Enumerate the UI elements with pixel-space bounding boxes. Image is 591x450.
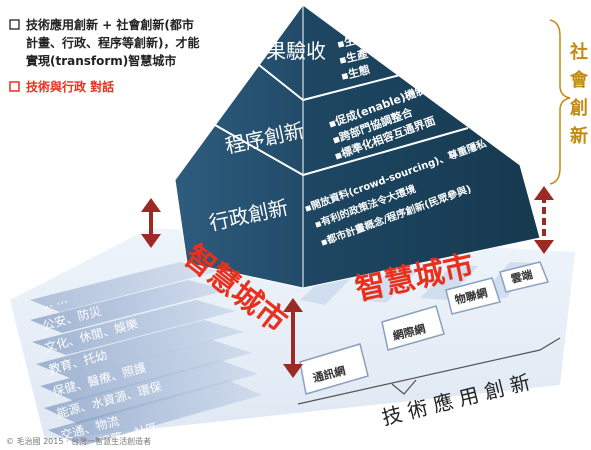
domain-rows bbox=[30, 262, 262, 446]
row-bar bbox=[32, 300, 236, 355]
bullet-line: 計畫、行政、程序等創新)，才能 bbox=[26, 35, 200, 50]
tech-box-label: 雲端 bbox=[509, 267, 534, 286]
outcome-item: ▪生產 bbox=[337, 46, 369, 67]
tech-box-telecom bbox=[299, 343, 369, 395]
row-bar bbox=[30, 262, 222, 312]
tech-boxes bbox=[299, 261, 550, 395]
tech-bracket-tip bbox=[391, 379, 417, 395]
row-bar bbox=[44, 360, 258, 424]
bullet-line: 實現(transform)智慧城市 bbox=[26, 53, 176, 68]
row-bar bbox=[40, 340, 252, 401]
tech-bracket bbox=[297, 337, 561, 405]
intro-bullets: 技術應用創新 + 社會創新(都市 計畫、行政、程序等創新)，才能 實現(tran… bbox=[9, 17, 200, 94]
side-char: 創 bbox=[569, 97, 588, 119]
social-bracket bbox=[549, 19, 571, 185]
row-bar bbox=[30, 280, 228, 333]
social-innovation-label: 社 會 創 新 bbox=[569, 41, 589, 147]
tech-box-internet bbox=[381, 305, 445, 351]
bullet-square-icon bbox=[9, 19, 20, 30]
tech-box-cloud bbox=[499, 261, 550, 293]
gap-arrow-right bbox=[534, 186, 554, 254]
pyramid-top-label: 成果驗收 bbox=[246, 39, 326, 63]
tech-box-iot bbox=[445, 277, 501, 315]
outcome-item: ▪生態 bbox=[339, 62, 371, 83]
bullet-line-red: 技術與行政 對話 bbox=[26, 79, 114, 94]
gap-arrow-center bbox=[283, 298, 303, 378]
side-char: 新 bbox=[570, 125, 588, 147]
pyramid-left-face bbox=[174, 3, 304, 289]
gap-arrow-left bbox=[141, 198, 161, 248]
outcome-item: ▪生活 bbox=[335, 30, 367, 51]
bullet-line: 技術應用創新 + 社會創新(都市 bbox=[26, 17, 194, 32]
row-bar bbox=[36, 320, 244, 378]
copyright-text: © 毛治國 2015 · 台灣一智慧生活創造者 bbox=[6, 436, 151, 446]
side-char: 會 bbox=[570, 69, 589, 91]
row-label: ... ... bbox=[39, 291, 68, 311]
side-char: 社 bbox=[570, 41, 588, 63]
bullet-square-red-icon bbox=[9, 81, 20, 92]
row-bar bbox=[48, 380, 262, 446]
pyramid-right-face bbox=[302, 4, 541, 289]
